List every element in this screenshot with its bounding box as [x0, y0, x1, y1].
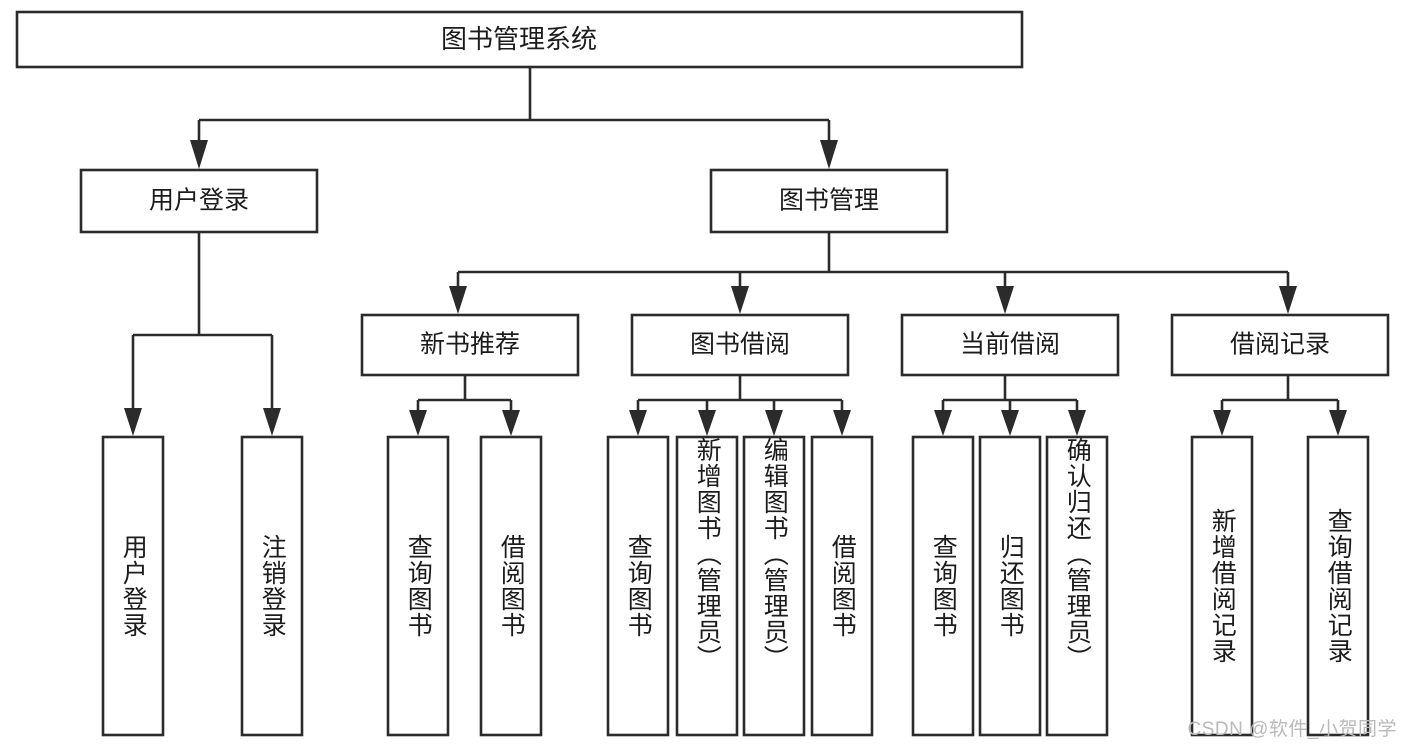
node-book-borrow[interactable]: 图书借阅 — [630, 313, 850, 377]
leaf-box-cb-return-book[interactable] — [978, 435, 1042, 737]
node-root-book-management-system[interactable]: 图书管理系统 — [15, 10, 1024, 69]
node-book-management[interactable]: 图书管理 — [709, 168, 949, 234]
arrow-head-book-manage — [820, 140, 838, 169]
node-root-label: 图书管理系统 — [441, 24, 597, 54]
leaf-box-bb-borrow-book[interactable] — [810, 435, 874, 737]
arrow-head-leaf-logout — [263, 408, 281, 436]
node-borrow-record[interactable]: 借阅记录 — [1170, 313, 1390, 377]
arrow-head-user-login — [190, 140, 208, 169]
node-new-book-recommend[interactable]: 新书推荐 — [360, 313, 580, 377]
node-layer: 图书管理系统 用户登录 图书管理 新书推荐 图书借阅 当前 — [15, 10, 1390, 737]
csdn-watermark: CSDN @软件_小贺同学 — [1187, 719, 1397, 740]
leaf-box-nbr-borrow-book[interactable] — [479, 435, 543, 737]
node-user-login-label: 用户登录 — [149, 187, 249, 215]
arrow-head-cb-leaf-3 — [1068, 410, 1086, 436]
arrow-head-bb-leaf-3 — [765, 410, 783, 436]
arrow-head-borrow-record — [1279, 286, 1297, 314]
arrow-head-bb-leaf-2 — [698, 410, 716, 436]
leaf-box-nbr-query-book[interactable] — [386, 435, 450, 737]
arrow-head-new-book-rec — [449, 286, 467, 314]
leaf-box-user-login[interactable] — [101, 435, 165, 737]
leaf-box-bb-add-book-admin[interactable] — [675, 435, 739, 737]
leaf-box-bb-edit-book-admin[interactable] — [742, 435, 806, 737]
node-new-book-recommend-label: 新书推荐 — [420, 331, 520, 359]
arrow-head-cb-leaf-1 — [934, 410, 952, 436]
node-borrow-record-label: 借阅记录 — [1230, 331, 1330, 359]
arrow-head-nbr-leaf-1 — [409, 410, 427, 436]
node-current-borrow-label: 当前借阅 — [960, 331, 1060, 359]
node-current-borrow[interactable]: 当前借阅 — [900, 313, 1120, 377]
node-book-borrow-label: 图书借阅 — [690, 331, 790, 359]
leaf-box-logout[interactable] — [240, 435, 304, 737]
node-book-management-label: 图书管理 — [779, 187, 879, 215]
arrow-head-bb-leaf-4 — [833, 410, 851, 436]
leaf-box-br-add-record[interactable] — [1190, 435, 1254, 737]
arrow-head-nbr-leaf-2 — [502, 410, 520, 436]
leaf-box-bb-query-book[interactable] — [606, 435, 670, 737]
arrow-head-leaf-user-login — [124, 408, 142, 436]
arrow-head-current-borrow — [996, 286, 1014, 314]
leaf-box-cb-confirm-return[interactable] — [1045, 435, 1109, 737]
connector-layer — [124, 67, 1347, 436]
arrow-head-book-borrow — [731, 286, 749, 314]
arrow-head-br-leaf-1 — [1213, 410, 1231, 436]
leaf-box-br-query-record[interactable] — [1306, 435, 1370, 737]
arrow-head-br-leaf-2 — [1329, 410, 1347, 436]
node-user-login[interactable]: 用户登录 — [79, 168, 319, 234]
leaf-box-cb-query-book[interactable] — [911, 435, 975, 737]
arrow-head-cb-leaf-2 — [1001, 410, 1019, 436]
arrow-head-bb-leaf-1 — [629, 410, 647, 436]
